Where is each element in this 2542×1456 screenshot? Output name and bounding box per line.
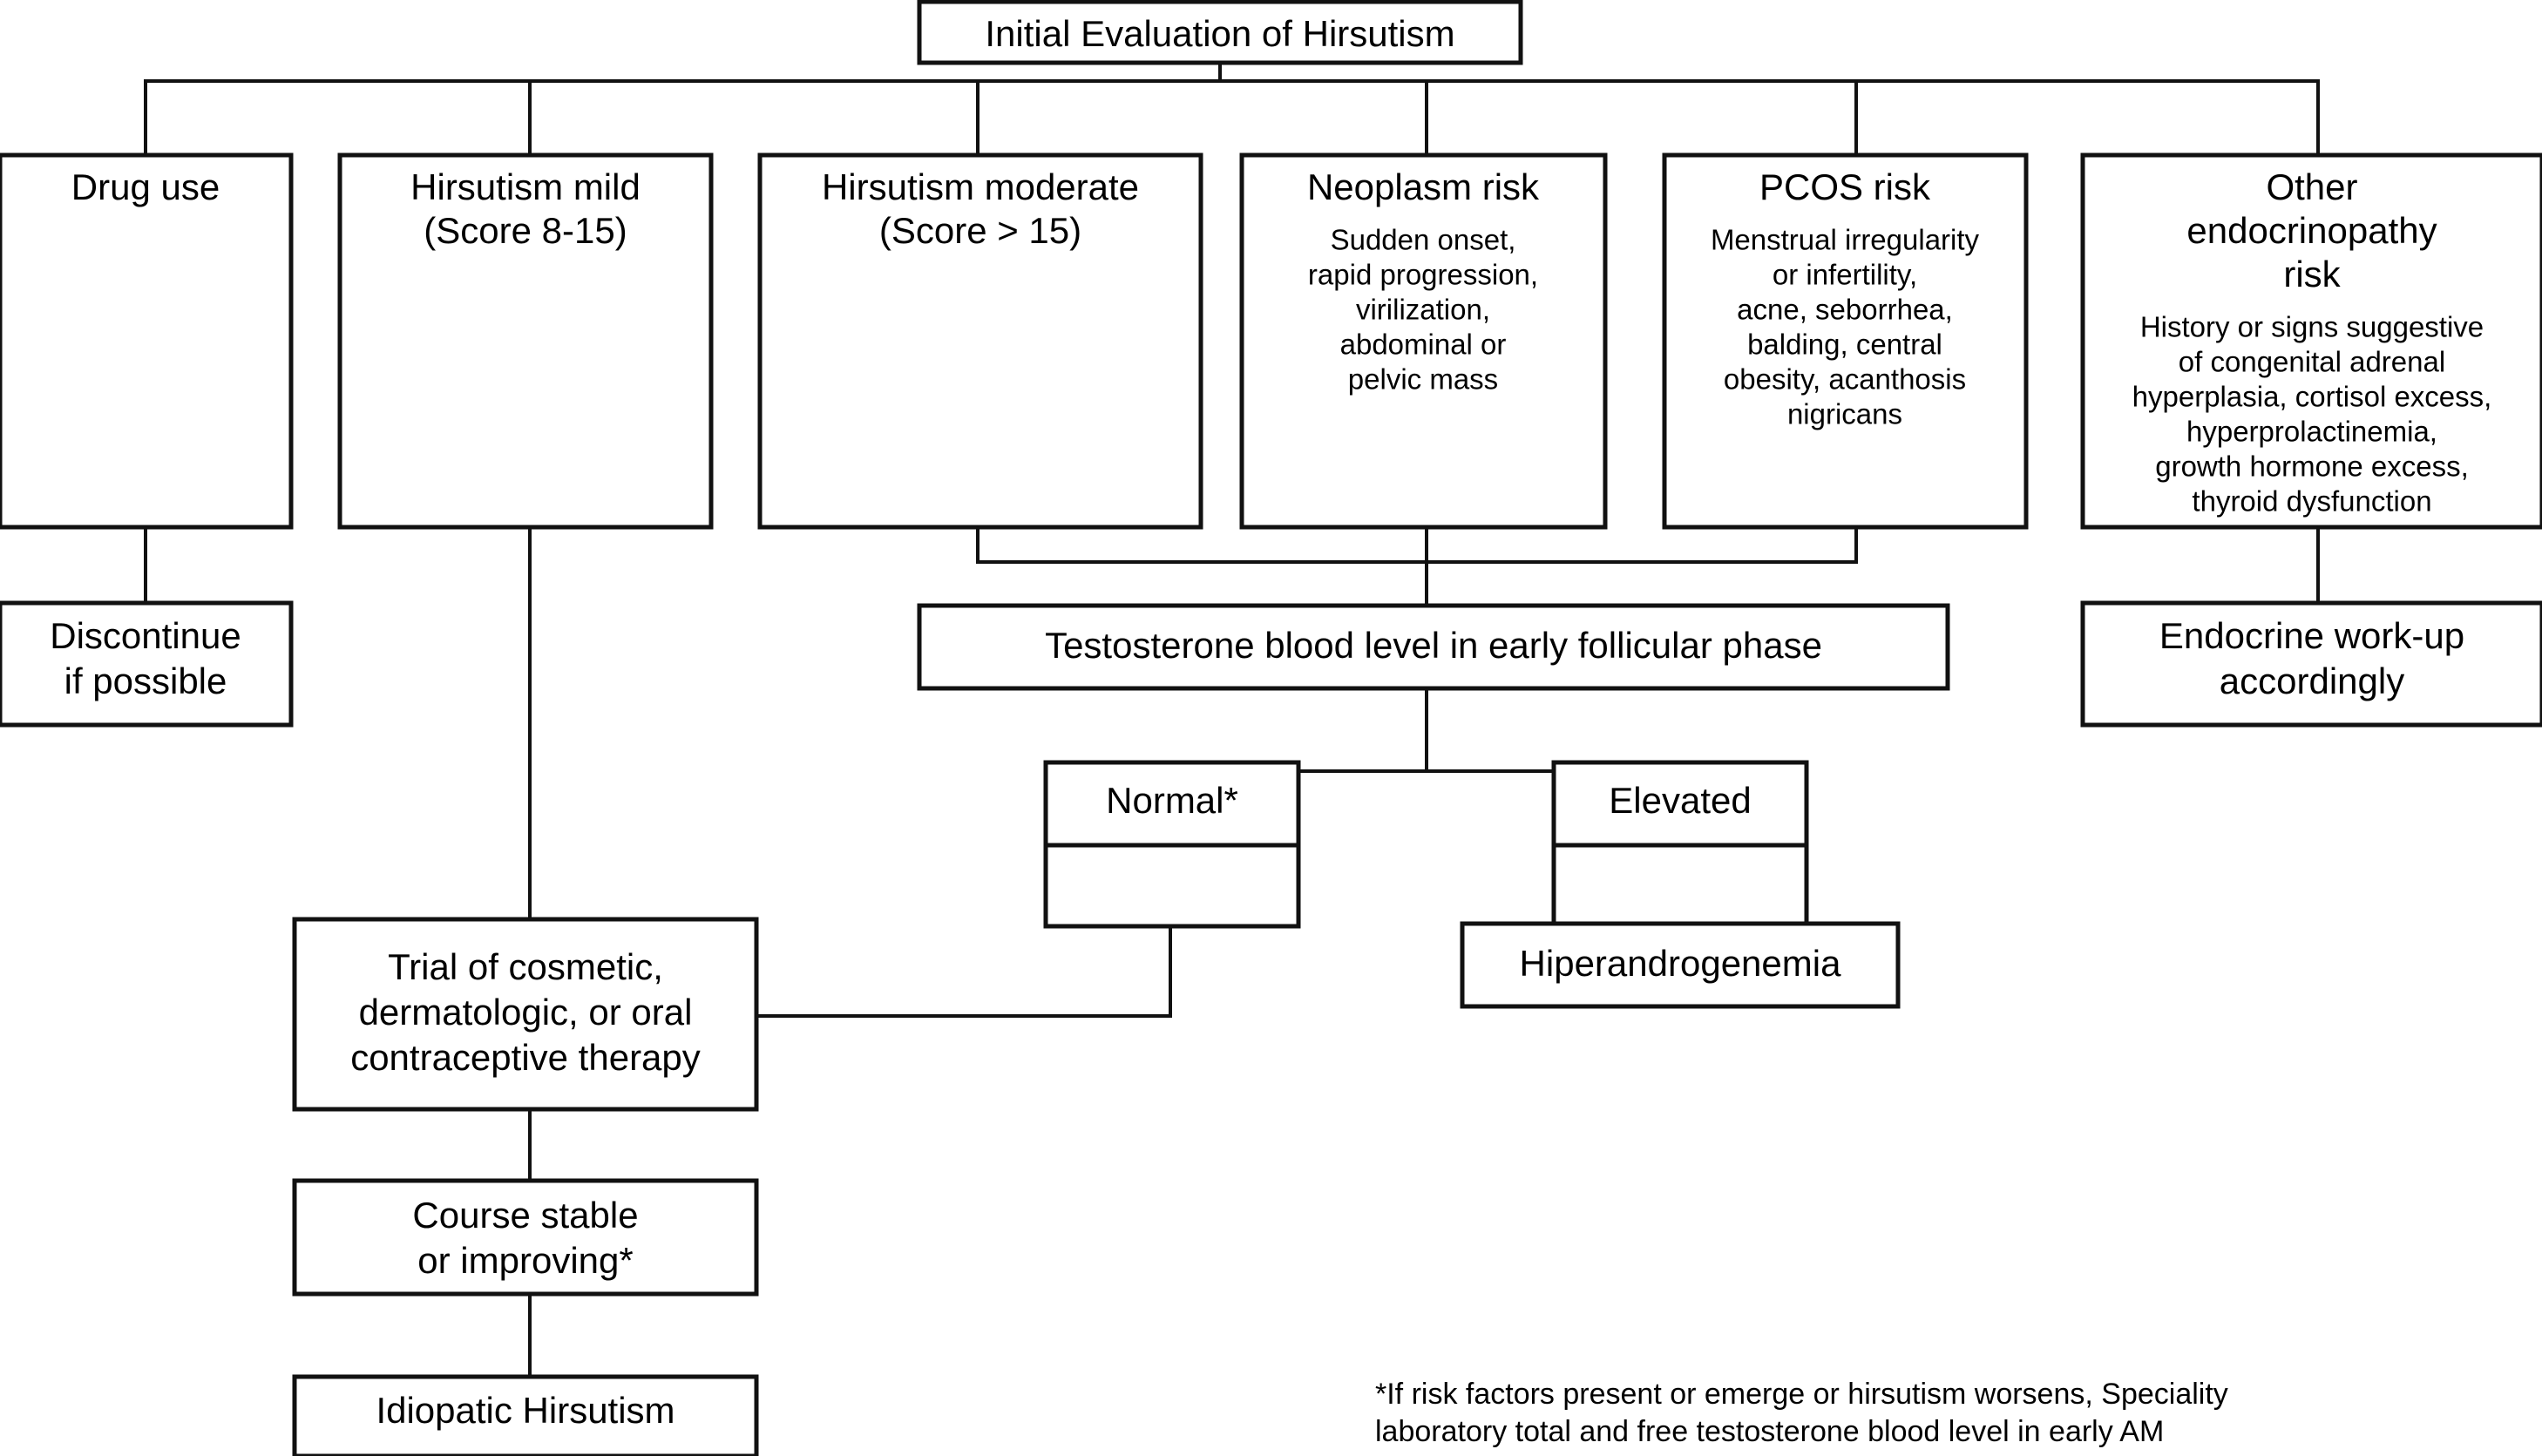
node-idiopatic-hirsutism[interactable]: Idiopatic Hirsutism	[292, 1374, 759, 1456]
node-other-endocrinopathy-risk-detail-1: of congenital adrenal	[2179, 346, 2445, 378]
node-normal[interactable]: Normal*	[1043, 760, 1301, 929]
node-neoplasm-risk-detail-2: virilization,	[1356, 294, 1490, 326]
node-neoplasm-risk-label: Neoplasm risk	[1307, 166, 1540, 207]
node-testosterone-label: Testosterone blood level in early follic…	[1045, 625, 1822, 666]
node-normal-box-lower[interactable]	[1043, 841, 1301, 929]
node-pcos-risk-box[interactable]	[1662, 152, 2029, 530]
node-testosterone[interactable]: Testosterone blood level in early follic…	[917, 603, 1950, 691]
node-hirsutism-moderate-box[interactable]	[757, 152, 1203, 530]
footnote-line-2: laboratory total and free testosterone b…	[1375, 1415, 2164, 1448]
node-trial-therapy-label-line3: contraceptive therapy	[350, 1037, 701, 1078]
node-course-stable-label-line2: or improving*	[417, 1240, 633, 1281]
node-other-endocrinopathy-risk-box[interactable]	[2080, 152, 2542, 530]
node-course-stable-box[interactable]	[292, 1178, 759, 1297]
node-other-endocrinopathy-risk-label-line2: endocrinopathy	[2186, 210, 2437, 251]
node-initial-evaluation[interactable]: Initial Evaluation of Hirsutism	[917, 0, 1523, 65]
footnote-line-1: *If risk factors present or emerge or hi…	[1375, 1378, 2228, 1411]
node-elevated-box-lower[interactable]	[1551, 841, 1809, 929]
node-hirsutism-mild[interactable]: Hirsutism mild (Score 8-15)	[337, 152, 714, 530]
node-pcos-risk-detail-0: Menstrual irregularity	[1711, 224, 1980, 256]
node-endocrine-workup[interactable]: Endocrine work-up accordingly	[2080, 600, 2542, 728]
node-elevated[interactable]: Elevated	[1551, 760, 1809, 929]
node-other-endocrinopathy-risk-label-line3: risk	[2283, 254, 2341, 295]
node-neoplasm-risk-detail-4: pelvic mass	[1348, 363, 1498, 396]
node-neoplasm-risk-detail-0: Sudden onset,	[1331, 224, 1516, 256]
node-pcos-risk-detail-1: or infertility,	[1773, 259, 1917, 291]
node-elevated-label: Elevated	[1609, 780, 1751, 821]
node-normal-label: Normal*	[1106, 780, 1238, 821]
node-testosterone-box[interactable]	[917, 603, 1950, 691]
node-other-endocrinopathy-risk-detail-0: History or signs suggestive	[2140, 311, 2484, 343]
node-pcos-risk-detail-2: acne, seborrhea,	[1737, 294, 1953, 326]
node-other-endocrinopathy-risk[interactable]: Other endocrinopathy risk History or sig…	[2080, 152, 2542, 530]
node-neoplasm-risk-detail-1: rapid progression,	[1308, 259, 1538, 291]
node-idiopatic-hirsutism-box[interactable]	[292, 1374, 759, 1456]
node-discontinue[interactable]: Discontinue if possible	[0, 600, 294, 728]
node-drug-use-label: Drug use	[71, 166, 220, 207]
node-pcos-risk[interactable]: PCOS risk Menstrual irregularity or infe…	[1662, 152, 2029, 530]
node-course-stable[interactable]: Course stable or improving*	[292, 1178, 759, 1297]
node-elevated-box-overlay[interactable]	[1551, 760, 1809, 848]
node-other-endocrinopathy-risk-label-line1: Other	[2266, 166, 2357, 207]
node-pcos-risk-detail-3: balding, central	[1747, 328, 1942, 361]
node-endocrine-workup-label-line1: Endocrine work-up	[2159, 615, 2464, 656]
node-hirsutism-mild-label-line1: Hirsutism mild	[410, 166, 641, 207]
node-other-endocrinopathy-risk-detail-5: thyroid dysfunction	[2192, 485, 2431, 518]
node-neoplasm-risk[interactable]: Neoplasm risk Sudden onset, rapid progre…	[1239, 152, 1608, 530]
node-trial-therapy-box[interactable]	[292, 917, 759, 1112]
node-neoplasm-risk-detail-3: abdominal or	[1340, 328, 1507, 361]
node-hiperandrogenemia-label: Hiperandrogenemia	[1520, 943, 1842, 984]
node-normal-box-overlay[interactable]	[1043, 760, 1301, 848]
node-other-endocrinopathy-risk-detail-4: growth hormone excess,	[2155, 450, 2469, 483]
node-hirsutism-mild-box[interactable]	[337, 152, 714, 530]
node-idiopatic-hirsutism-label: Idiopatic Hirsutism	[376, 1390, 674, 1431]
node-hiperandrogenemia-box[interactable]	[1460, 921, 1901, 1009]
footnote: *If risk factors present or emerge or hi…	[1375, 1378, 2228, 1448]
node-hiperandrogenemia[interactable]: Hiperandrogenemia	[1460, 921, 1901, 1009]
node-pcos-risk-detail-5: nigricans	[1787, 398, 1902, 430]
node-endocrine-workup-label-line2: accordingly	[2220, 660, 2404, 701]
node-other-endocrinopathy-risk-detail-3: hyperprolactinemia,	[2186, 416, 2437, 448]
node-drug-use-box[interactable]	[0, 152, 294, 530]
node-discontinue-label-line2: if possible	[64, 660, 227, 701]
node-trial-therapy-label-line1: Trial of cosmetic,	[388, 946, 663, 987]
node-hirsutism-moderate-label-line1: Hirsutism moderate	[822, 166, 1139, 207]
node-pcos-risk-label: PCOS risk	[1759, 166, 1931, 207]
node-hirsutism-moderate[interactable]: Hirsutism moderate (Score > 15)	[757, 152, 1203, 530]
node-discontinue-label-line1: Discontinue	[50, 615, 241, 656]
node-pcos-risk-detail-4: obesity, acanthosis	[1724, 363, 1966, 396]
node-course-stable-label-line1: Course stable	[412, 1195, 638, 1236]
node-drug-use[interactable]: Drug use	[0, 152, 294, 530]
node-other-endocrinopathy-risk-detail-2: hyperplasia, cortisol excess,	[2132, 381, 2492, 413]
node-hirsutism-moderate-label-line2: (Score > 15)	[879, 210, 1081, 251]
node-trial-therapy[interactable]: Trial of cosmetic, dermatologic, or oral…	[292, 917, 759, 1112]
node-hirsutism-mild-label-line2: (Score 8-15)	[424, 210, 627, 251]
node-neoplasm-risk-box[interactable]	[1239, 152, 1608, 530]
node-trial-therapy-label-line2: dermatologic, or oral	[359, 992, 693, 1033]
node-discontinue-box[interactable]	[0, 600, 294, 728]
node-initial-evaluation-frame[interactable]	[917, 0, 1523, 65]
node-endocrine-workup-box[interactable]	[2080, 600, 2542, 728]
node-initial-evaluation-label: Initial Evaluation of Hirsutism	[985, 13, 1454, 54]
